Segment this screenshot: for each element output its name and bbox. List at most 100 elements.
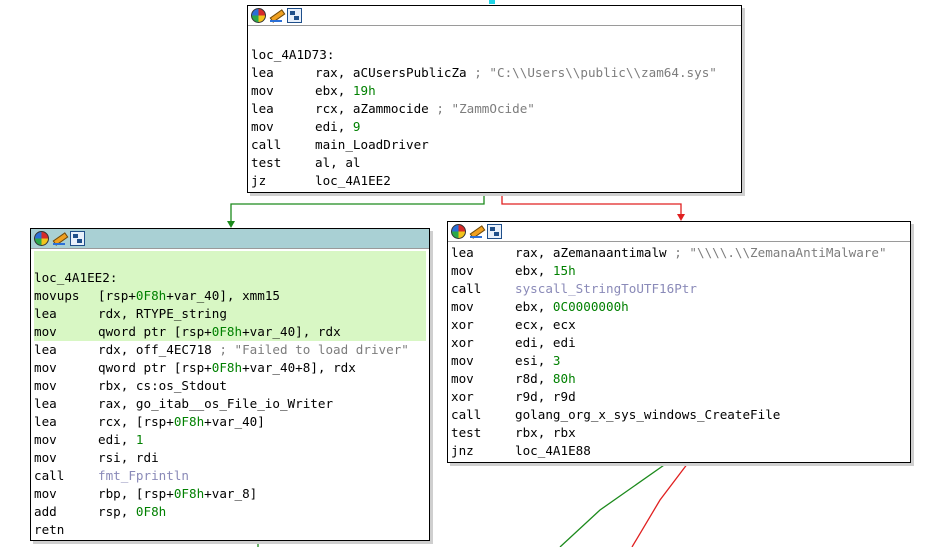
operand: rbx, cs:os_Stdout	[98, 378, 227, 393]
color-wheel-icon[interactable]	[251, 8, 266, 23]
graph-overview-icon[interactable]	[487, 224, 502, 239]
operand: rcx, aZammocide	[315, 101, 429, 116]
label-text: loc_4A1EE2:	[34, 270, 118, 285]
instruction-line[interactable]: test rbx, rbx	[451, 424, 907, 442]
edge-true-branch[interactable]	[230, 193, 485, 223]
numeric-operand: 9	[352, 119, 361, 134]
operand-tail: +var_40]	[204, 414, 265, 429]
operand: ecx, ecx	[515, 317, 576, 332]
mnemonic: lea	[34, 396, 57, 411]
operand: rbp, [rsp+	[98, 486, 174, 501]
mnemonic: mov	[34, 432, 57, 447]
mnemonic: mov	[34, 324, 57, 339]
operand: ebx,	[515, 263, 553, 278]
instruction-line[interactable]: mov rbx, cs:os_Stdout	[34, 377, 426, 395]
rename-pencil-icon[interactable]	[52, 231, 67, 246]
instruction-line[interactable]: movups[rsp+0F8h+var_40], xmm15	[34, 287, 426, 305]
instruction-line[interactable]: retn	[34, 521, 426, 539]
code-label[interactable]: loc_4A1EE2:	[34, 269, 426, 287]
mnemonic: mov	[34, 450, 57, 465]
numeric-operand: 0F8h	[173, 414, 205, 429]
rename-pencil-icon[interactable]	[269, 8, 284, 23]
mnemonic: lea	[251, 65, 274, 80]
mnemonic: retn	[34, 522, 65, 537]
mnemonic: movups	[34, 288, 80, 303]
operand: rax, aZemanaantimalw	[515, 245, 667, 260]
block-titlebar	[248, 6, 741, 26]
mnemonic: mov	[451, 263, 474, 278]
operand-tail: +var_40], xmm15	[166, 288, 280, 303]
operand: ebx,	[515, 299, 553, 314]
mnemonic: call	[251, 137, 282, 152]
rename-pencil-icon[interactable]	[469, 224, 484, 239]
mnemonic: call	[451, 281, 482, 296]
numeric-operand: 0F8h	[173, 486, 205, 501]
numeric-operand: 0C0000000h	[552, 299, 629, 314]
graph-overview-icon[interactable]	[287, 8, 302, 23]
block-code: loc_4A1EE2: movups[rsp+0F8h+var_40], xmm1…	[31, 249, 429, 539]
instruction-line[interactable]: mov edi, 9	[251, 118, 738, 136]
mnemonic: lea	[251, 101, 274, 116]
operand: ebx,	[315, 83, 353, 98]
mnemonic: mov	[451, 353, 474, 368]
color-wheel-icon[interactable]	[34, 231, 49, 246]
mnemonic: mov	[34, 486, 57, 501]
graph-overview-icon[interactable]	[70, 231, 85, 246]
edge-false-branch[interactable]	[501, 193, 682, 216]
operand: rbx, rbx	[515, 425, 576, 440]
mnemonic: test	[251, 155, 282, 170]
mnemonic: test	[451, 425, 482, 440]
comment: ; "\\\\.\\ZemanaAntiMalware"	[666, 245, 887, 260]
mnemonic: lea	[34, 306, 57, 321]
operand: loc_4A1E88	[515, 443, 591, 458]
code-label[interactable]: loc_4A1D73:	[251, 46, 738, 64]
block-titlebar	[448, 222, 910, 242]
mnemonic: add	[34, 504, 57, 519]
edge-right-out-red[interactable]	[631, 462, 689, 547]
instruction-line[interactable]: mov rsi, rdi	[34, 449, 426, 467]
mnemonic: mov	[34, 378, 57, 393]
comment: ; "Failed to load driver"	[211, 342, 409, 357]
basic-block-loc-4a1ee2[interactable]: loc_4A1EE2: movups[rsp+0F8h+var_40], xmm1…	[30, 228, 430, 541]
color-wheel-icon[interactable]	[451, 224, 466, 239]
operand: rcx, [rsp+	[98, 414, 174, 429]
block-titlebar	[31, 229, 429, 249]
mnemonic: mov	[251, 119, 274, 134]
external-call-target: syscall_StringToUTF16Ptr	[515, 281, 697, 296]
operand: esi,	[515, 353, 553, 368]
operand: qword ptr [rsp+	[98, 360, 212, 375]
operand: rsi, rdi	[98, 450, 159, 465]
instruction-line[interactable]: call syscall_StringToUTF16Ptr	[451, 280, 907, 298]
edge-right-out-green[interactable]	[559, 462, 668, 547]
operand: edi,	[315, 119, 353, 134]
operand-tail: +var_40+8], rdx	[242, 360, 356, 375]
